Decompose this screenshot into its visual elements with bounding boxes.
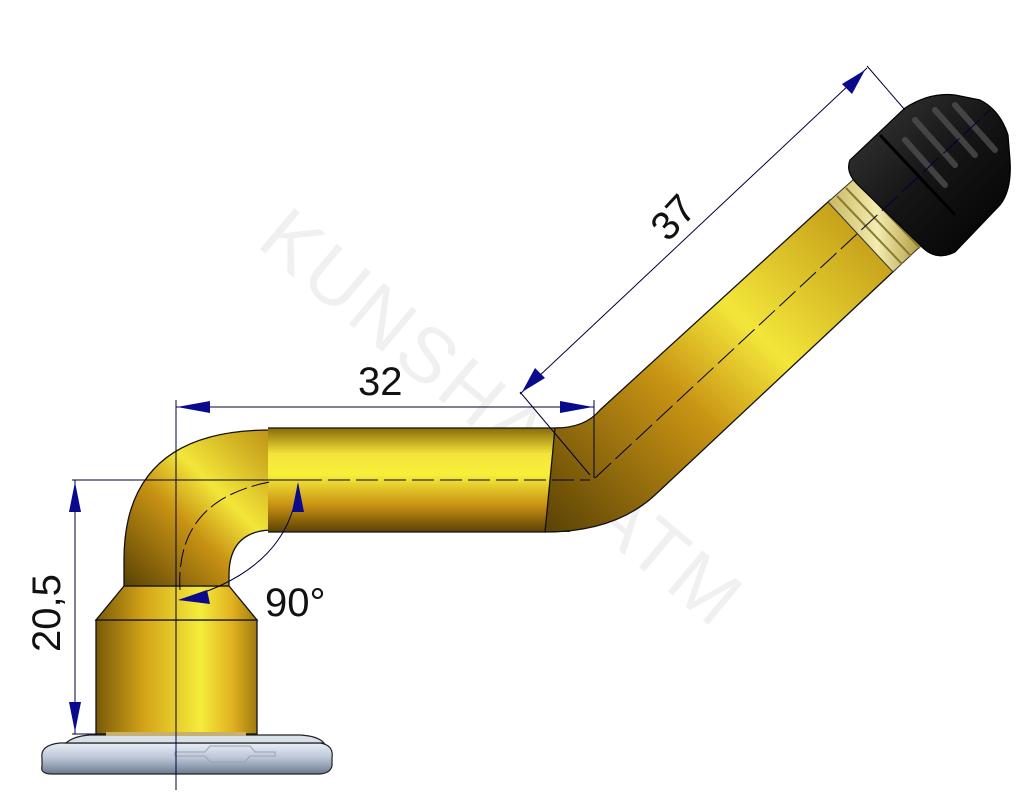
- svg-text:32: 32: [358, 360, 403, 404]
- valve-cap: [848, 93, 1011, 257]
- center-lines: [72, 109, 991, 790]
- svg-text:90°: 90°: [265, 581, 326, 625]
- valve-bend: [123, 429, 283, 587]
- svg-text:37: 37: [642, 187, 705, 250]
- valve-diagonal-tube: [544, 199, 896, 533]
- base-plate: [41, 734, 333, 775]
- dimension-bend-angle: 90°: [178, 482, 326, 625]
- dimension-horizontal-length: 32: [176, 360, 595, 478]
- svg-text:20,5: 20,5: [25, 574, 69, 652]
- dimension-height: 20,5: [25, 480, 81, 734]
